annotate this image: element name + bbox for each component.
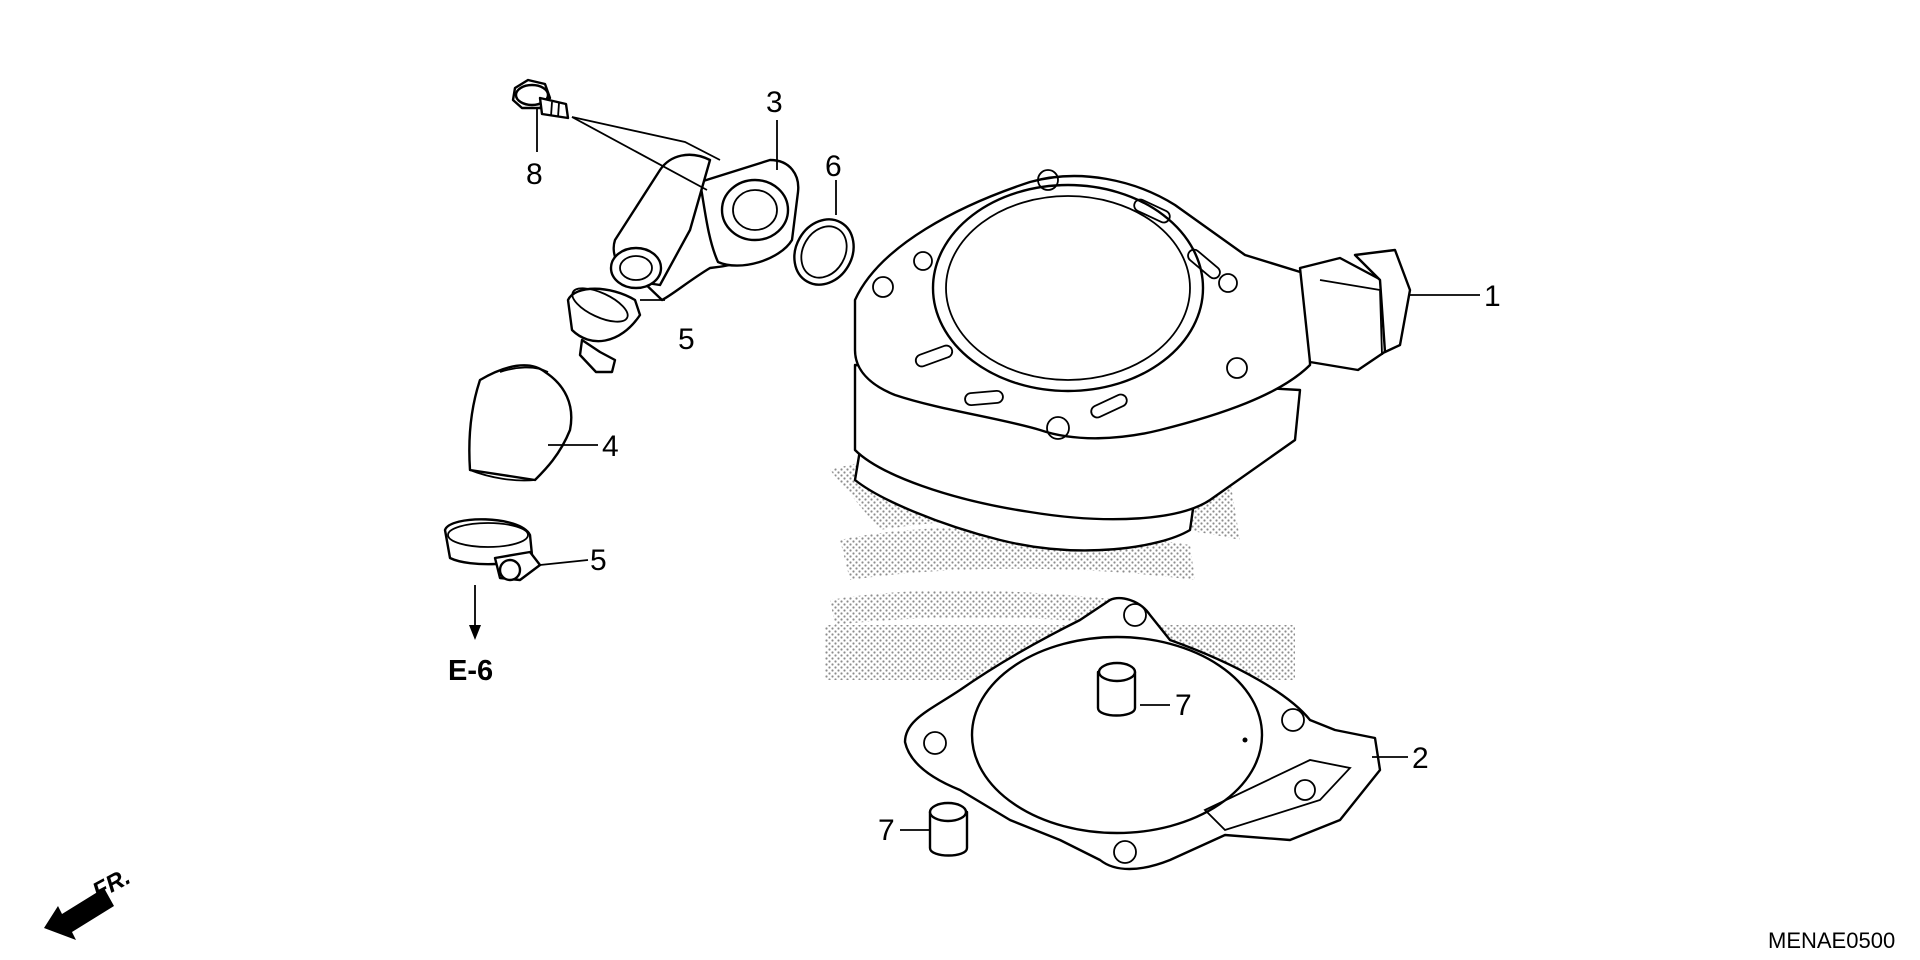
callout-4: 4	[602, 430, 619, 463]
callout-1: 1	[1484, 280, 1501, 313]
callout-7-lower: 7	[878, 814, 895, 847]
callout-6: 6	[825, 150, 842, 183]
callout-3: 3	[766, 86, 783, 119]
water-hose-joint-part-3	[609, 153, 800, 302]
cylinder-part-1	[853, 169, 1412, 552]
leader-lines	[536, 108, 1480, 831]
dowel-pin-part-7-upper	[1096, 661, 1137, 717]
reference-arrow	[469, 585, 481, 640]
hose-clamp-part-5-upper	[566, 287, 642, 374]
water-hose-part-4	[468, 364, 573, 482]
o-ring-part-6	[793, 218, 855, 286]
callout-5-lower: 5	[590, 544, 607, 577]
flange-bolt-part-8	[511, 78, 570, 120]
cylinder-gasket-part-2	[903, 596, 1382, 871]
callout-5-upper: 5	[678, 323, 695, 356]
reference-label: E-6	[448, 655, 493, 687]
callout-2: 2	[1412, 742, 1429, 775]
callout-8: 8	[526, 158, 543, 191]
front-direction-arrow-icon	[44, 888, 114, 940]
hose-clamp-part-5-lower	[443, 518, 542, 582]
callout-7-upper: 7	[1175, 689, 1192, 722]
dowel-pin-part-7-lower	[928, 801, 969, 857]
diagram-code: MENAE0500	[1768, 928, 1895, 953]
